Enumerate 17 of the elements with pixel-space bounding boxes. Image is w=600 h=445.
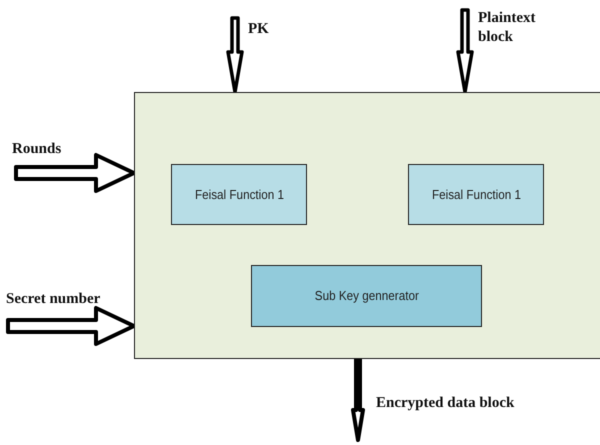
arrow-label: PK — [248, 20, 269, 40]
block-arrow — [351, 357, 365, 442]
box-label: Feisal Function 1 — [194, 186, 284, 204]
block-arrow — [456, 8, 474, 94]
generator-box — [251, 265, 482, 327]
arrow-label: Secret number — [6, 290, 100, 310]
box-label: Sub Key gennerator — [314, 287, 419, 305]
block-arrow — [6, 306, 136, 346]
arrow-label: Plaintext block — [478, 8, 536, 47]
block-arrow — [14, 153, 136, 193]
arrow-label: Encrypted data block — [376, 394, 514, 414]
function-box — [171, 164, 307, 225]
block-arrow — [226, 16, 244, 94]
function-box — [408, 164, 544, 225]
arrow-label: Rounds — [12, 140, 62, 160]
system-box — [134, 92, 600, 359]
box-label: Feisal Function 1 — [431, 186, 521, 204]
